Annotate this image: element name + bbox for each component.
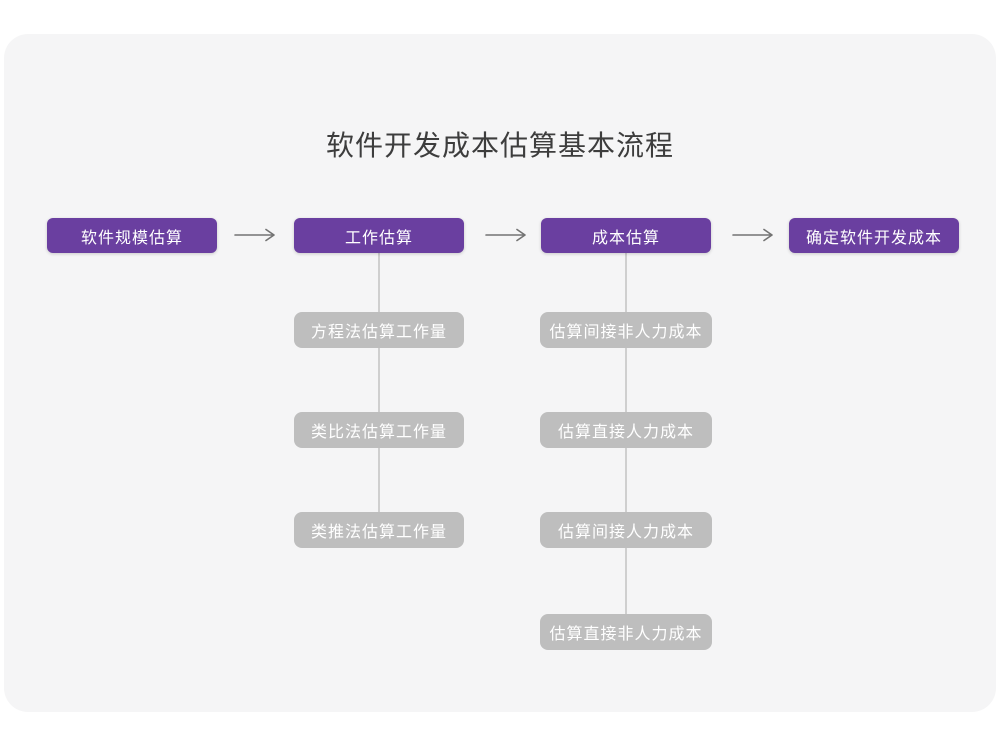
node-direct-labor-cost: 估算直接人力成本 bbox=[540, 412, 712, 448]
stage-determine-development-cost: 确定软件开发成本 bbox=[789, 218, 959, 253]
node-equation-method: 方程法估算工作量 bbox=[294, 312, 464, 348]
stage-cost-estimation: 成本估算 bbox=[541, 218, 711, 253]
flowchart-card: 软件开发成本估算基本流程 软件规模估算 工作估算 成本估算 确定软件开发成本 方… bbox=[4, 34, 996, 712]
stage-work-estimation: 工作估算 bbox=[294, 218, 464, 253]
arrow-right-icon bbox=[732, 228, 773, 242]
arrow-right-icon bbox=[234, 228, 275, 242]
node-indirect-non-labor-cost: 估算间接非人力成本 bbox=[540, 312, 712, 348]
node-direct-non-labor-cost: 估算直接非人力成本 bbox=[540, 614, 712, 650]
node-indirect-labor-cost: 估算间接人力成本 bbox=[540, 512, 712, 548]
node-analogy-method: 类比法估算工作量 bbox=[294, 412, 464, 448]
connector-line-work-column bbox=[378, 253, 380, 512]
arrow-right-icon bbox=[485, 228, 526, 242]
node-extrapolation-method: 类推法估算工作量 bbox=[294, 512, 464, 548]
stage-software-scale-estimation: 软件规模估算 bbox=[47, 218, 217, 253]
page-title: 软件开发成本估算基本流程 bbox=[325, 130, 674, 161]
